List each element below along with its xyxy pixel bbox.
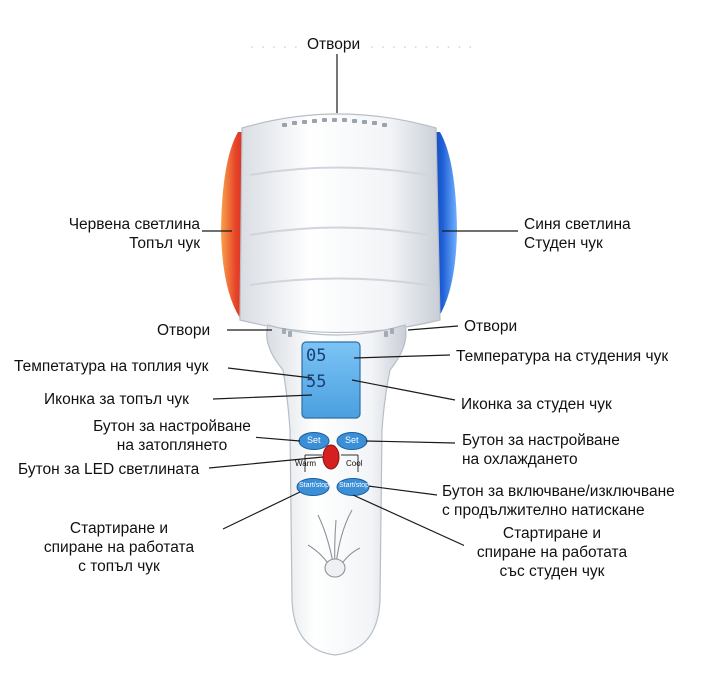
label-led-button: Бутон за LED светлината [16, 460, 202, 479]
label-warm-start: Стартиране и спиране на работата с топъл… [16, 519, 222, 576]
label-warm-icon: Иконка за топъл чук [42, 390, 191, 409]
label-heat-set: Бутон за настройване на затоплянето [88, 417, 256, 455]
label-vents-right: Отвори [462, 317, 520, 336]
label-power-button-line2: с продължително натискане [442, 502, 645, 519]
start-left-button[interactable]: Start/stop [299, 482, 329, 489]
label-cold-start-line3: със студен чук [499, 563, 605, 580]
label-warm-temp: Темпетатура на топлия чук [12, 357, 211, 376]
callout-lines [200, 54, 518, 551]
label-red-light-line1: Червена светлина [68, 216, 200, 233]
label-warm-start-line2: спиране на работата [43, 539, 195, 556]
label-heat-set-line1: Бутон за настройване [93, 418, 251, 435]
label-cool-set: Бутон за настройване на охлаждането [460, 431, 622, 469]
label-warm-start-line3: с топъл чук [78, 558, 160, 575]
set-right-button[interactable]: Set [345, 435, 359, 445]
label-cold-start-line1: Стартиране и [502, 525, 602, 542]
label-cold-temp: Температура на студения чук [454, 347, 671, 366]
label-power-button-line1: Бутон за включване/изключване [442, 483, 675, 500]
label-vents-top: Отвори [305, 35, 363, 54]
display-bottom-value: 55 [306, 372, 327, 392]
label-red-light: Червена светлина Топъл чук [34, 215, 202, 253]
set-left-button[interactable]: Set [307, 435, 321, 445]
label-power-button: Бутон за включване/изключване с продължи… [440, 482, 677, 520]
side-vents [282, 328, 394, 337]
top-vents [282, 118, 387, 127]
device-head [239, 113, 441, 334]
start-left-shape [296, 478, 330, 496]
led-button [322, 444, 340, 470]
lcd-screen [301, 341, 361, 419]
display-top-value: 05 [306, 346, 327, 366]
label-warm-start-line1: Стартиране и [69, 520, 169, 537]
label-blue-light-line2: Студен чук [524, 235, 603, 252]
label-cold-icon: Иконка за студен чук [459, 395, 614, 414]
plant-decoration [307, 509, 361, 578]
label-cold-start: Стартиране и спиране на работата със сту… [464, 524, 640, 581]
label-cold-start-line2: спиране на работата [476, 544, 628, 561]
label-cool-set-line1: Бутон за настройване [462, 432, 620, 449]
label-blue-light: Синя светлина Студен чук [522, 215, 633, 253]
label-vents-left: Отвори [155, 321, 213, 340]
label-heat-set-line2: на затоплянето [116, 437, 228, 454]
cool-label: Cool [346, 459, 363, 468]
warm-label: Warm [295, 459, 317, 468]
label-cool-set-line2: на охлаждането [462, 451, 578, 468]
label-red-light-line2: Топъл чук [129, 235, 200, 252]
label-blue-light-line1: Синя светлина [524, 216, 631, 233]
start-right-button[interactable]: Start/stop [339, 482, 369, 489]
